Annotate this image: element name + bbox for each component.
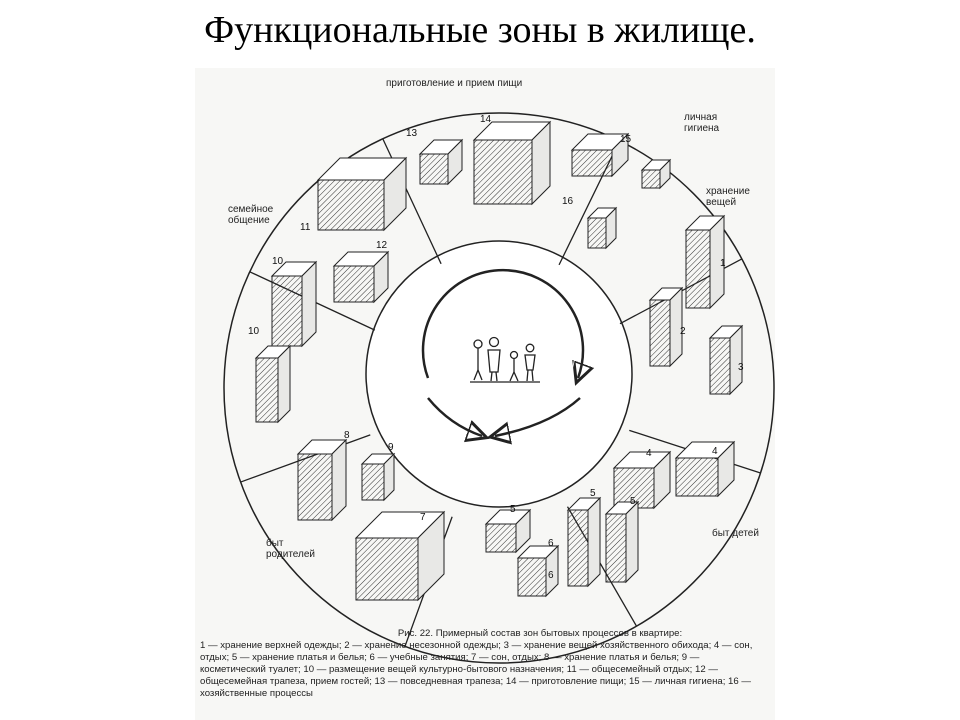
item-number: 11: [300, 222, 311, 233]
item-number: 6: [548, 538, 554, 549]
item-number: 12: [376, 240, 388, 251]
item-number: 5: [630, 496, 636, 507]
item-number: 5: [510, 504, 516, 515]
furniture-box: [674, 440, 736, 498]
furniture-box: [472, 120, 552, 206]
item-number: 13: [406, 128, 418, 139]
inner-ring: [365, 240, 633, 508]
item-number: 4: [646, 448, 652, 459]
item-number: 16: [562, 196, 574, 207]
furniture-box: [418, 138, 464, 186]
flow-arrow-top-inner: [430, 277, 576, 377]
item-number: 10: [272, 256, 284, 267]
furniture-box: [316, 156, 408, 232]
page-title: Функциональные зоны в жилище.: [204, 9, 756, 51]
item-number: 14: [480, 114, 492, 125]
item-number: 9: [388, 442, 394, 453]
furniture-box: [354, 510, 446, 602]
family-figures-icon: [470, 336, 540, 383]
zone-label-family: семейное общение: [228, 204, 274, 226]
flow-arrow-bottom-right: [495, 397, 581, 436]
furniture-sketches: [254, 120, 744, 602]
zone-label-children: быт детей: [712, 528, 759, 539]
furniture-box: [570, 132, 630, 178]
caption-text: 1 — хранение верхней одежды; 2 — хранени…: [200, 640, 753, 699]
item-number: 7: [420, 512, 426, 523]
item-number: 4: [712, 446, 718, 457]
item-number: 10: [248, 326, 260, 337]
zone-label-storage: хранение вещей: [706, 186, 750, 208]
zone-label-parents: быт родителей: [266, 538, 316, 560]
furniture-box: [612, 450, 672, 510]
item-number: 3: [738, 362, 744, 373]
zone-label-cooking: приготовление и прием пищи: [386, 78, 523, 89]
furniture-box: [648, 286, 684, 368]
caption-title: Рис. 22. Примерный состав зон бытовых пр…: [397, 628, 683, 639]
item-number: 2: [680, 326, 686, 337]
item-number: 5: [590, 488, 596, 499]
furniture-box: [566, 496, 602, 588]
furniture-box: [254, 344, 292, 424]
outer-ring: [223, 112, 775, 664]
furniture-box: [516, 544, 560, 598]
flow-arrow-bottom-left: [427, 397, 482, 436]
furniture-box: [360, 452, 396, 502]
furniture-box: [484, 508, 532, 554]
item-number: 6: [548, 570, 554, 581]
item-number: 8: [344, 430, 350, 441]
furniture-box: [708, 324, 744, 396]
furniture-box: [332, 250, 390, 304]
flow-arrow-top: [421, 268, 583, 378]
item-number: 15: [620, 134, 632, 145]
furniture-box: [586, 206, 618, 250]
furniture-box: [640, 158, 672, 190]
furniture-box: [684, 214, 726, 310]
furniture-box: [270, 260, 318, 348]
item-number: 1: [720, 258, 726, 269]
zone-label-hygiene: личная гигиена: [684, 112, 720, 134]
figure-caption: Рис. 22. Примерный состав зон бытовых пр…: [200, 628, 760, 700]
furniture-box: [604, 500, 640, 584]
furniture-box: [296, 438, 348, 522]
